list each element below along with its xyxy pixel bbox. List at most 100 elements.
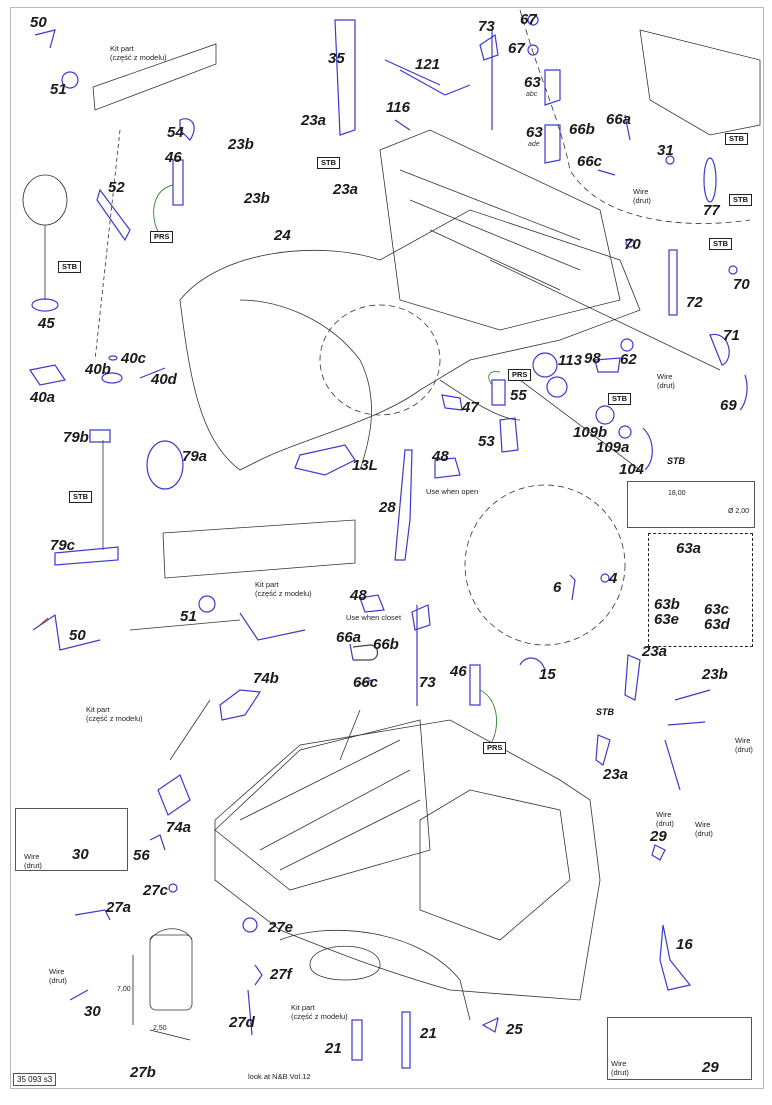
part-13L: [294, 444, 356, 476]
part-40b: [101, 372, 123, 384]
part-40c: [108, 355, 118, 361]
part-label-63c-63d: 63c 63d: [704, 601, 730, 633]
part-label-77: 77: [703, 202, 720, 219]
part-label-48: 48: [350, 587, 367, 604]
part-109a: [618, 425, 632, 439]
part-label-62: 62: [620, 351, 637, 368]
part-53: [499, 417, 519, 453]
note-wire: Wire (drut): [695, 820, 713, 838]
stb-tag: STB: [709, 238, 732, 250]
part-label-67: 67: [520, 11, 537, 28]
stb-tag: STB: [725, 133, 748, 145]
part-77: [703, 157, 717, 203]
part-label-74b: 74b: [253, 670, 279, 687]
prs-tag: PRS: [483, 742, 507, 754]
headlamp: [22, 174, 68, 226]
part-label-113: 113: [558, 352, 582, 369]
part-98: [594, 357, 621, 373]
part-label-72: 72: [686, 294, 703, 311]
glue-line-46-mid: [479, 689, 497, 746]
part-55: [491, 379, 506, 406]
stb-tag: STB: [69, 491, 92, 503]
rear-bed-lower-inner: [239, 739, 421, 871]
note-wire: Wire (drut): [656, 810, 674, 828]
part-121: [384, 59, 471, 96]
part-label-79c: 79c: [50, 537, 76, 554]
dimension-tank-width: 2,50: [153, 1025, 167, 1032]
note-use-when-closed: Use when closet: [346, 613, 402, 622]
part-46-mid: [469, 664, 481, 706]
part-sublabel-ade: ade: [528, 141, 540, 148]
seat-top-right: [639, 29, 761, 136]
part-73-top: [479, 30, 499, 130]
part-label-63a: 63a: [676, 540, 702, 557]
part-66a: [624, 114, 631, 141]
part-54: [179, 118, 195, 141]
part-label-66c: 66c: [577, 153, 603, 170]
rear-bed-upper: [379, 129, 621, 331]
part-79a: [146, 440, 184, 490]
part-113-ring: [546, 376, 568, 398]
detail-ellipse-center: [319, 304, 441, 416]
part-23a-3: [624, 654, 641, 701]
part-label-21: 21: [420, 1025, 437, 1042]
part-51-mid: [198, 595, 216, 613]
part-46-top: [172, 159, 184, 206]
part-27a: [74, 909, 111, 921]
part-label-66b: 66b: [569, 121, 595, 138]
part-label-23a: 23a: [301, 112, 327, 129]
part-label-23b: 23b: [702, 666, 728, 683]
part-label-27f: 27f: [270, 966, 292, 983]
part-label-4: 4: [609, 570, 618, 587]
part-label-6: 6: [553, 579, 562, 596]
part-label-51: 51: [180, 608, 197, 625]
stb-tag: STB: [729, 194, 752, 206]
part-6: [569, 574, 576, 601]
detail-29-inset: [607, 1017, 752, 1080]
part-label-51: 51: [50, 81, 67, 98]
dimension-tank-height: 7,00: [117, 986, 131, 993]
part-23a-4: [595, 734, 611, 766]
part-21-b: [401, 1011, 411, 1069]
part-25: [481, 1016, 499, 1033]
part-label-53: 53: [478, 433, 495, 450]
part-50-mid-right: [239, 612, 306, 641]
part-74b: [219, 689, 262, 721]
part-79b: [89, 429, 111, 443]
engine-bay-lower: [419, 789, 571, 941]
part-label-23a: 23a: [603, 766, 629, 783]
part-label-40c: 40c: [121, 350, 147, 367]
part-74a: [157, 774, 191, 816]
part-27d: [247, 989, 253, 1036]
part-label-30: 30: [84, 1003, 101, 1020]
note-wire: Wire (drut): [633, 187, 651, 205]
part-73-mid: [411, 604, 431, 706]
part-62: [620, 338, 634, 352]
fender-lower: [279, 929, 471, 1021]
tailgate-lower: [162, 519, 356, 579]
part-label-70: 70: [624, 236, 641, 253]
tailgate-upper: [92, 43, 217, 111]
part-label-54: 54: [167, 124, 184, 141]
part-63-b: [544, 124, 561, 164]
part-label-121: 121: [415, 56, 441, 73]
part-label-73: 73: [419, 674, 436, 691]
part-label-27d: 27d: [229, 1014, 255, 1031]
detail-63-inset: [648, 533, 753, 647]
part-label-35: 35: [328, 50, 345, 67]
note-kit-part: Kit part (część z modelu): [110, 44, 167, 62]
note-wire: Wire (drut): [611, 1059, 629, 1077]
detail-circle: [464, 484, 626, 646]
part-label-98: 98: [584, 350, 601, 367]
part-48-a: [434, 457, 461, 479]
part-109b: [595, 405, 615, 425]
dim-line-2-5: [149, 1029, 191, 1041]
part-label-66b: 66b: [373, 636, 399, 653]
part-label-67: 67: [508, 40, 525, 57]
part-label-63: 63: [524, 74, 541, 91]
part-116: [394, 119, 411, 131]
stb-note: STB: [667, 456, 685, 466]
part-51-top: [61, 71, 79, 89]
part-label-45: 45: [38, 315, 55, 332]
vehicle-body-upper: [179, 209, 641, 471]
